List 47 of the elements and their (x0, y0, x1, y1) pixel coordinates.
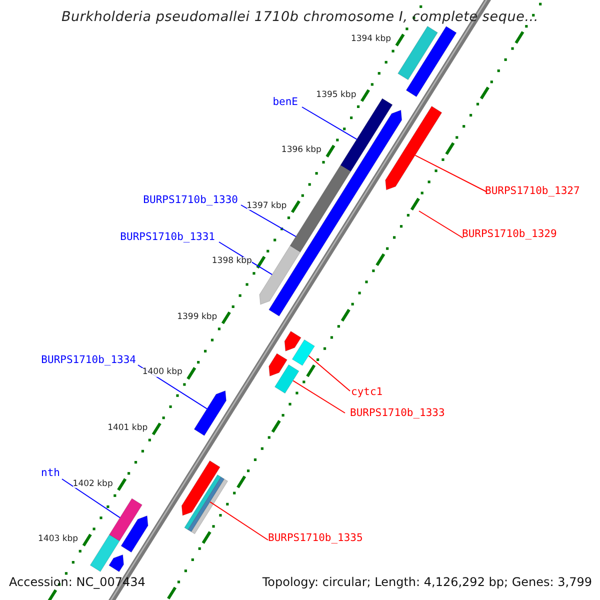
scale-label: 1400 kbp (142, 368, 182, 377)
leader-line (292, 380, 346, 414)
gene-feature (397, 26, 438, 80)
gene-label: BURPS1710b_1327 (485, 186, 580, 196)
scale-label: 1394 kbp (350, 35, 391, 44)
scale-label: 1399 kbp (177, 312, 218, 322)
gene-label: BURPS1710b_1334 (41, 355, 136, 366)
gene-feature (259, 245, 301, 305)
gene-feature (268, 110, 402, 317)
gene-label: BURPS1710b_1335 (268, 533, 363, 544)
leader-line (210, 501, 268, 540)
scale-label: 1402 kbp (72, 480, 113, 488)
gene-label: BURPS1710b_1333 (350, 408, 445, 418)
leader-line (62, 478, 120, 518)
genome-info-text: Topology: circular; Length: 4,126,292 bp; Genes: 3,799 (262, 576, 592, 588)
gene-feature (406, 26, 457, 98)
scale-label: 1401 kbp (108, 424, 148, 432)
leader-line (218, 242, 273, 276)
scale-label: 1396 kbp (281, 146, 322, 155)
scale-label: 1403 kbp (38, 535, 78, 544)
leader-line (240, 204, 296, 238)
gene-feature (385, 106, 442, 190)
gene-label: benE (272, 97, 298, 108)
gene-feature (194, 390, 226, 436)
gene-feature (292, 339, 316, 366)
gene-feature (108, 554, 124, 572)
scale-label: 1398 kbp (212, 257, 252, 266)
gene-label: BURPS1710b_1329 (462, 229, 557, 240)
gene-feature (120, 515, 148, 553)
gene-feature (274, 364, 300, 394)
gene-feature (108, 498, 143, 542)
gene-label: BURPS1710b_1330 (143, 195, 238, 206)
gene-feature (181, 460, 220, 516)
scale-label: 1397 kbp (246, 202, 287, 210)
leader-line (414, 154, 488, 192)
leader-line (302, 106, 358, 140)
gene-feature (290, 164, 352, 253)
gene-feature (284, 330, 302, 352)
gene-feature (268, 353, 288, 377)
gene-feature (340, 98, 393, 172)
leader-line (308, 355, 350, 392)
gene-label: cytc1 (351, 387, 383, 398)
gene-label: nth (41, 468, 60, 478)
scale-label: 1395 kbp (316, 90, 356, 100)
leader-line (418, 210, 464, 238)
gene-label: BURPS1710b_1331 (120, 232, 215, 242)
gene-feature (90, 534, 120, 572)
